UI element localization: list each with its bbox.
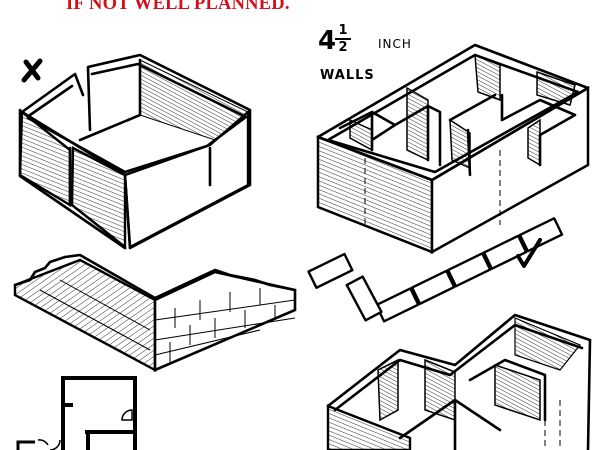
walls-label: WALLS — [320, 68, 375, 83]
figure-braced-rooms-2 — [326, 313, 592, 450]
wrong-x-icon — [21, 58, 43, 83]
figure-braced-rooms — [316, 43, 590, 255]
figure-floor-plan — [16, 376, 137, 450]
figure-brick-layout — [307, 217, 564, 323]
wall-thickness-unit: INCH — [378, 37, 412, 51]
fraction-numerator: 1 — [338, 23, 348, 38]
fraction-denominator: 2 — [338, 40, 348, 55]
figure-unbraced-box — [18, 53, 252, 250]
wall-thickness-fraction: 1 2 — [335, 24, 351, 54]
figure-brick-corner — [13, 253, 297, 373]
heading-title: IF NOT WELL PLANNED. — [66, 0, 290, 14]
wall-thickness-whole: 4 — [318, 26, 337, 56]
right-check-icon — [516, 238, 542, 268]
fraction-bar — [335, 38, 351, 40]
